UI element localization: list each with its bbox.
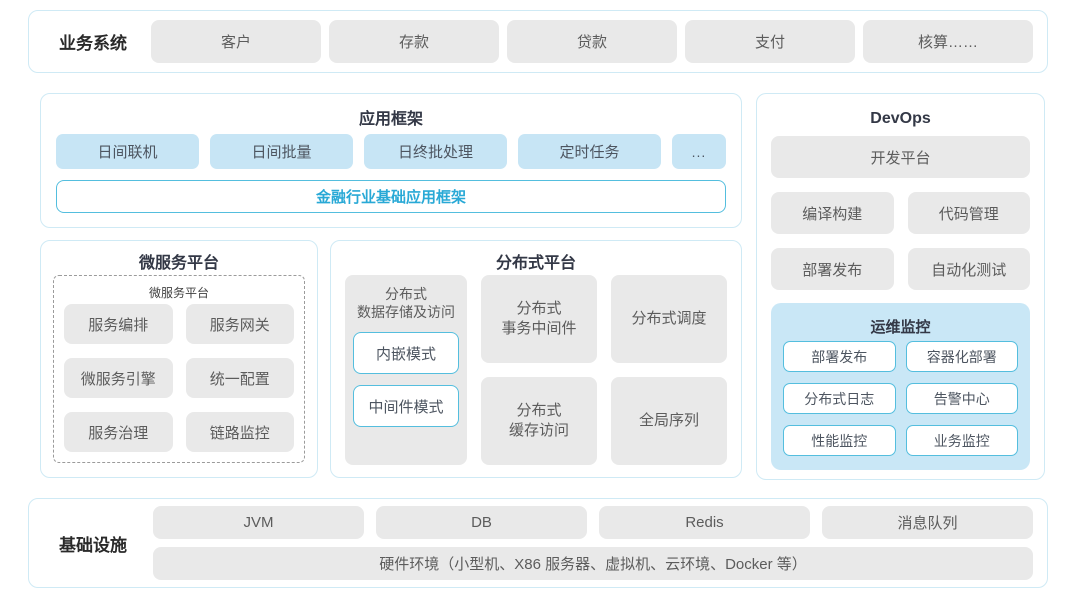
app-framework-row: 日间联机 日间批量 日终批处理 定时任务 ... xyxy=(56,134,726,169)
dp-storage-box: 分布式 数据存储及访问 内嵌模式 中间件模式 xyxy=(345,275,467,465)
infra-item-jvm: JVM xyxy=(153,506,364,539)
af-item-scheduled-task: 定时任务 xyxy=(518,134,661,169)
microservice-inner-title: 微服务平台 xyxy=(148,285,209,300)
monitor-item-performance: 性能监控 xyxy=(783,425,896,456)
ms-item-unified-config: 统一配置 xyxy=(185,358,294,398)
devops-dev-platform: 开发平台 xyxy=(771,136,1030,178)
ms-item-trace-monitor: 链路监控 xyxy=(185,412,294,452)
dp-transaction-box: 分布式 事务中间件 xyxy=(481,275,597,363)
business-item-loan: 贷款 xyxy=(507,20,677,63)
distributed-panel: 分布式平台 分布式 数据存储及访问 内嵌模式 中间件模式 分布式 事务中间件 xyxy=(330,240,742,478)
dp-transaction-line1: 分布式 xyxy=(516,299,562,317)
infrastructure-label: 基础设施 xyxy=(59,535,127,555)
ms-item-engine: 微服务引擎 xyxy=(64,358,173,398)
monitor-item-deploy: 部署发布 xyxy=(783,341,896,372)
infra-hardware-env: 硬件环境（小型机、X86 服务器、虚拟机、云环境、Docker 等） xyxy=(153,547,1033,580)
infrastructure-panel: 基础设施 JVM DB Redis 消息队列 硬件环境（小型机、X86 服务器、… xyxy=(28,498,1048,588)
dp-transaction-line2: 事务中间件 xyxy=(501,320,577,337)
devops-item-auto-test: 自动化测试 xyxy=(907,248,1030,290)
devops-title: DevOps xyxy=(870,110,931,127)
ms-item-gateway: 服务网关 xyxy=(185,304,294,344)
distributed-content: 分布式 数据存储及访问 内嵌模式 中间件模式 分布式 事务中间件 分布式 缓存访… xyxy=(345,275,727,465)
business-item-deposit: 存款 xyxy=(329,20,499,63)
dp-storage-title: 分布式 数据存储及访问 xyxy=(353,285,459,321)
devops-grid: 编译构建 代码管理 部署发布 自动化测试 xyxy=(771,192,1030,290)
dp-mode-middleware: 中间件模式 xyxy=(353,385,459,428)
infra-item-mq: 消息队列 xyxy=(822,506,1033,539)
dp-cache-line2: 缓存访问 xyxy=(508,422,569,439)
devops-item-deploy: 部署发布 xyxy=(771,248,894,290)
devops-item-code-mgmt: 代码管理 xyxy=(907,192,1030,234)
microservice-title: 微服务平台 xyxy=(138,255,219,272)
monitor-item-alert-center: 告警中心 xyxy=(905,383,1018,414)
dp-cache-line1: 分布式 xyxy=(516,401,562,419)
infrastructure-content: JVM DB Redis 消息队列 硬件环境（小型机、X86 服务器、虚拟机、云… xyxy=(153,506,1033,580)
business-item-accounting: 核算…… xyxy=(863,20,1033,63)
dp-storage-title-line1: 分布式 xyxy=(385,286,427,302)
dp-mode-embedded: 内嵌模式 xyxy=(353,332,459,375)
distributed-title: 分布式平台 xyxy=(495,255,576,272)
dp-middle-column: 分布式 事务中间件 分布式 缓存访问 xyxy=(481,275,597,465)
af-item-more: ... xyxy=(672,134,726,169)
devops-item-build: 编译构建 xyxy=(771,192,894,234)
ms-item-orchestration: 服务编排 xyxy=(64,304,173,344)
dp-sequence-box: 全局序列 xyxy=(611,377,727,465)
dp-scheduler-box: 分布式调度 xyxy=(611,275,727,363)
dp-right-column: 分布式调度 全局序列 xyxy=(611,275,727,465)
dp-storage-title-line2: 数据存储及访问 xyxy=(357,304,455,321)
infra-item-redis: Redis xyxy=(599,506,810,539)
ms-item-governance: 服务治理 xyxy=(64,412,173,452)
dp-cache-box: 分布式 缓存访问 xyxy=(481,377,597,465)
business-systems-label: 业务系统 xyxy=(59,34,127,53)
business-item-customer: 客户 xyxy=(151,20,321,63)
business-systems-panel: 业务系统 客户 存款 贷款 支付 核算…… xyxy=(28,10,1048,73)
af-item-daytime-batch: 日间批量 xyxy=(210,134,353,169)
app-framework-panel: 应用框架 日间联机 日间批量 日终批处理 定时任务 ... 金融行业基础应用框架 xyxy=(40,93,742,228)
ops-monitor-panel: 运维监控 部署发布 容器化部署 分布式日志 告警中心 性能监控 业务监控 xyxy=(771,303,1030,470)
af-base-framework: 金融行业基础应用框架 xyxy=(56,180,726,213)
microservice-inner-box: 微服务平台 服务编排 服务网关 微服务引擎 统一配置 服务治理 链路监控 xyxy=(53,275,305,463)
ops-monitor-grid: 部署发布 容器化部署 分布式日志 告警中心 性能监控 业务监控 xyxy=(783,341,1018,456)
microservice-panel: 微服务平台 微服务平台 服务编排 服务网关 微服务引擎 统一配置 服务治理 链路… xyxy=(40,240,318,478)
monitor-item-container-deploy: 容器化部署 xyxy=(905,341,1018,372)
infrastructure-row: JVM DB Redis 消息队列 xyxy=(153,506,1033,539)
devops-panel: DevOps 开发平台 编译构建 代码管理 部署发布 自动化测试 运维监控 部署… xyxy=(756,93,1045,480)
infra-item-db: DB xyxy=(376,506,587,539)
microservice-grid: 服务编排 服务网关 微服务引擎 统一配置 服务治理 链路监控 xyxy=(64,304,294,452)
business-item-payment: 支付 xyxy=(685,20,855,63)
monitor-item-business: 业务监控 xyxy=(905,425,1018,456)
ops-monitor-title: 运维监控 xyxy=(870,318,931,336)
af-item-eod-batch: 日终批处理 xyxy=(364,134,507,169)
app-framework-title: 应用框架 xyxy=(358,111,423,128)
af-item-daytime-online: 日间联机 xyxy=(56,134,199,169)
monitor-item-distributed-log: 分布式日志 xyxy=(783,383,896,414)
